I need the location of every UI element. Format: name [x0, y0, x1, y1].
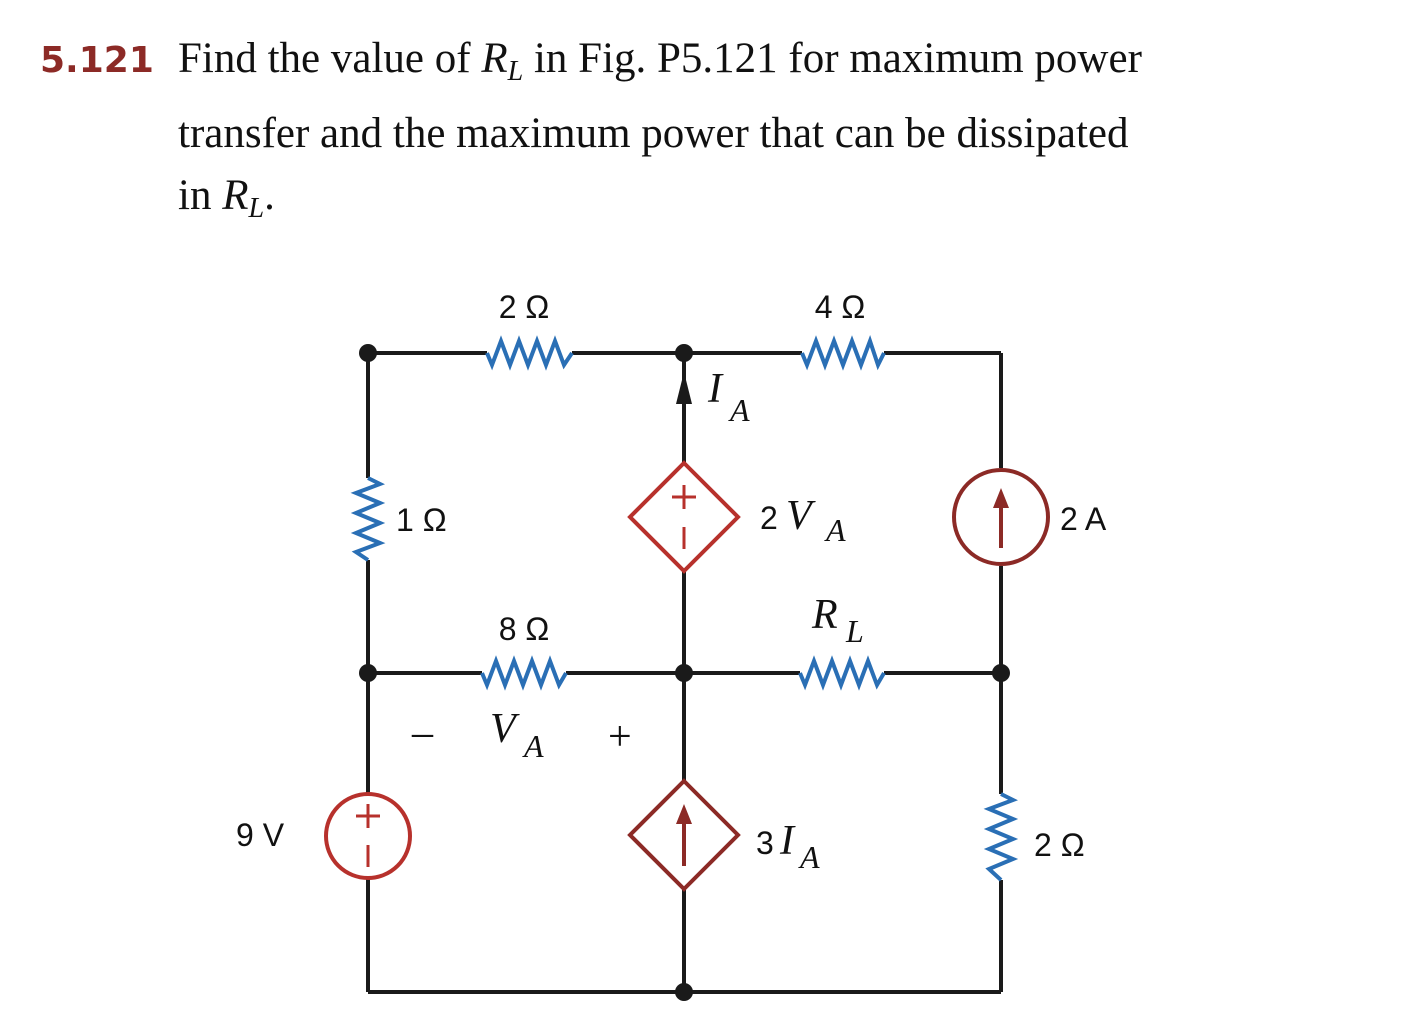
dependent-current-source-icon	[627, 778, 741, 892]
problem-line-3: in RL.	[40, 165, 1380, 240]
resistor-2ohm-top-icon	[485, 335, 574, 371]
problem-text: Find the value of	[178, 35, 482, 82]
junction-dot	[675, 344, 693, 362]
problem-line-1: 5.121 Find the value of RL in Fig. P5.121…	[40, 28, 1380, 103]
resistor-4ohm-top-icon	[800, 335, 886, 371]
label-rl: R	[811, 592, 838, 638]
label-r-top-left: 2 Ω	[499, 289, 550, 325]
rl-subscript: L	[248, 193, 265, 224]
label-dep-current-coef: 3	[756, 825, 774, 861]
current-source-2a-icon	[952, 468, 1050, 566]
label-r-top-right: 4 Ω	[815, 289, 866, 325]
junction-dot	[359, 344, 377, 362]
dependent-voltage-source-icon	[627, 460, 741, 574]
problem-text: in	[178, 172, 223, 219]
label-source-voltage: 9 V	[236, 817, 285, 853]
problem-text: in Fig. P5.121 for maximum power	[523, 35, 1142, 82]
resistor-rl-icon	[798, 655, 886, 691]
label-va-minus: –	[411, 710, 434, 756]
label-va-plus: +	[608, 714, 632, 760]
label-r-mid-left: 8 Ω	[499, 611, 550, 647]
label-rl-sub: L	[845, 613, 864, 649]
label-source-current: 2 A	[1060, 501, 1107, 537]
junction-dot	[675, 983, 693, 1001]
label-dep-current-var: I	[779, 818, 796, 864]
resistors	[350, 335, 1019, 882]
rl-symbol: R	[481, 35, 508, 82]
rl-symbol: R	[222, 172, 249, 219]
junction-dot	[359, 664, 377, 682]
junction-dot	[675, 664, 693, 682]
resistor-2ohm-bottom-right-icon	[983, 792, 1019, 882]
junction-dot	[992, 664, 1010, 682]
junction-dots	[359, 344, 1010, 1001]
label-va: V	[490, 706, 520, 752]
problem-number: 5.121	[40, 40, 154, 81]
problem-line-2: transfer and the maximum power that can …	[178, 110, 1129, 157]
resistor-8ohm-mid-icon	[480, 655, 568, 691]
voltage-source-9v-icon	[324, 792, 412, 880]
label-r-left: 1 Ω	[396, 502, 447, 538]
problem-text: .	[264, 172, 275, 219]
label-dep-voltage-sub: A	[824, 512, 846, 548]
label-ia-sub: A	[728, 392, 750, 428]
label-r-bottom-right: 2 Ω	[1034, 827, 1085, 863]
label-dep-voltage-coef: 2	[760, 500, 778, 536]
rl-subscript: L	[507, 56, 524, 87]
resistor-1ohm-left-icon	[350, 476, 386, 562]
label-ia: I	[707, 366, 724, 412]
label-va-sub: A	[522, 728, 544, 764]
label-dep-current-sub: A	[798, 839, 820, 875]
label-dep-voltage-var: V	[786, 493, 816, 539]
